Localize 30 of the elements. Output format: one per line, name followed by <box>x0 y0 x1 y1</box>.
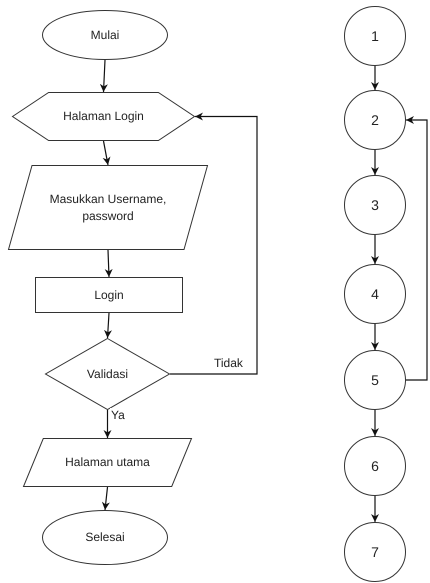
node-label: Masukkan Username, password <box>48 191 168 224</box>
node-label: 2 <box>371 110 379 130</box>
arrow <box>371 324 379 350</box>
arrow <box>371 496 379 522</box>
arrow <box>102 486 110 510</box>
edge-label: Ya <box>110 408 126 422</box>
arrow <box>371 410 379 436</box>
arrow <box>406 116 428 381</box>
edge-label: Tidak <box>213 356 244 370</box>
arrow <box>100 60 108 92</box>
node-label: Login <box>94 286 124 304</box>
node-label: Halaman utama <box>65 454 150 471</box>
node-label: 7 <box>371 542 379 562</box>
arrow <box>371 150 379 175</box>
node-label: 6 <box>371 456 379 476</box>
arrow <box>170 112 258 375</box>
node-label: 5 <box>371 370 379 390</box>
node-label: Selesai <box>85 529 125 546</box>
arrow <box>371 66 379 90</box>
node-label: Mulai <box>90 26 120 44</box>
arrow <box>104 250 113 278</box>
node-label: 3 <box>371 196 379 214</box>
arrow <box>104 410 112 438</box>
node-label: 1 <box>371 26 379 46</box>
node-label: Validasi <box>86 366 128 382</box>
arrow <box>104 312 112 338</box>
node-label: Halaman Login <box>63 108 144 125</box>
node-label: 4 <box>371 284 379 304</box>
arrow <box>102 140 110 166</box>
arrow <box>371 235 379 264</box>
